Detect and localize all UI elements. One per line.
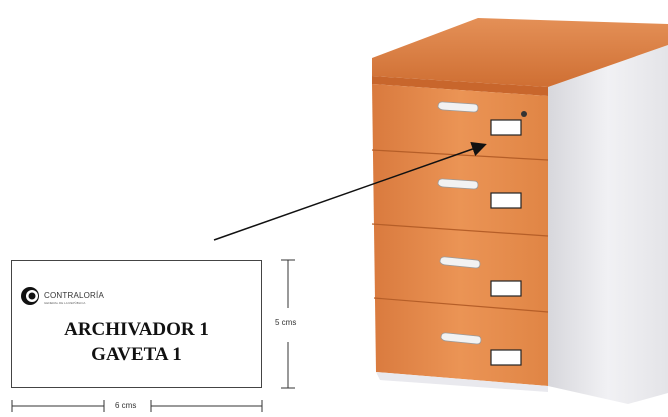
logo-icon: [20, 286, 40, 306]
pointer-arrow: [213, 141, 487, 241]
cabinet: [371, 18, 668, 404]
lock: [521, 111, 527, 117]
logo-text: CONTRALORÍA: [44, 291, 104, 300]
width-dimension: [11, 400, 263, 412]
drawer-3: [439, 256, 522, 297]
label-slot: [490, 192, 522, 209]
cabinet-side-panel: [548, 45, 668, 404]
height-dimension-label: 5 cms: [274, 318, 298, 327]
drawer-handle: [437, 178, 479, 190]
label-slot: [490, 119, 522, 136]
drawer-4: [440, 332, 522, 366]
drawer-1: [437, 101, 527, 136]
label-slot: [490, 349, 522, 366]
drawer-handle: [439, 256, 481, 269]
drawer-handle: [440, 332, 482, 345]
label-line-archivador: ARCHIVADOR 1: [64, 319, 209, 340]
logo: CONTRALORÍA: [20, 286, 104, 306]
cabinet-front: [372, 84, 548, 386]
drawer-2: [437, 178, 522, 209]
label-line-gaveta: GAVETA 1: [91, 344, 182, 365]
drawer-separators: [371, 149, 549, 313]
drawer-label-card: [11, 260, 262, 388]
label-slot: [490, 280, 522, 297]
drawer-handle: [437, 101, 479, 113]
height-dimension: [281, 259, 295, 389]
logo-subtext: GENERAL DE LA REPÚBLICA: [44, 301, 86, 304]
width-dimension-label: 6 cms: [114, 401, 138, 410]
cabinet-top: [372, 18, 668, 87]
